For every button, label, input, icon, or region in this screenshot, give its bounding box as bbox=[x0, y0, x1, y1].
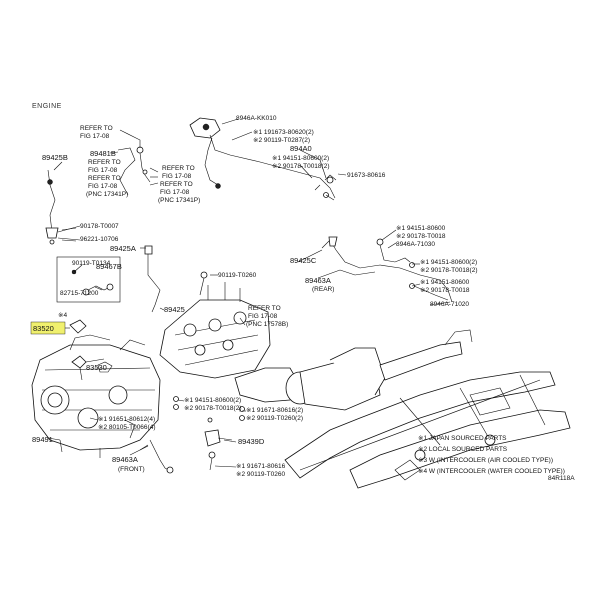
label-191671-80616-b: ※1 91671-80616 bbox=[236, 463, 286, 470]
label-89425c: 89425C bbox=[290, 256, 317, 265]
label-94151-80600-m: ※1 94151-80600(2) bbox=[184, 397, 241, 404]
label-191671-80616: ※1 91671-80616(2) bbox=[246, 407, 303, 414]
sensor-894a0-harness bbox=[189, 117, 337, 201]
label-89425a: 89425A bbox=[110, 244, 136, 253]
label-280105-t0066: ※2 80105-T0066(4) bbox=[98, 424, 155, 431]
label-90178-t0018-r2: ※2 90178-T0018(2) bbox=[420, 267, 477, 274]
sensor-89425c-rear bbox=[321, 236, 453, 303]
label-191651-80612: ※1 91651-80612(4) bbox=[98, 416, 155, 423]
label-89481b: 89481B bbox=[90, 149, 116, 158]
label-pnc-17341p-a: (PNC 17341P) bbox=[86, 191, 128, 198]
label-90119-t0134: 90119-T0134 bbox=[72, 260, 111, 267]
label-refer-to-2: REFER TO bbox=[88, 159, 121, 166]
label-fig-2: FIG 17-08 bbox=[88, 167, 118, 174]
legend-item-2: ※2 LOCAL SOURCED PARTS bbox=[418, 446, 508, 453]
label-82715-71200: 82715-71200 bbox=[60, 290, 99, 297]
label-94151-80600-r2: ※1 94151-80600(2) bbox=[420, 259, 477, 266]
label-refer-to-5: REFER TO bbox=[160, 181, 193, 188]
sensor-89463a-front bbox=[139, 439, 174, 474]
label-rear: (REAR) bbox=[312, 286, 334, 293]
label-290119-t0260: ※2 90119-T0260(2) bbox=[246, 415, 303, 422]
label-290119-t0260-b: ※2 90119-T0260 bbox=[236, 471, 285, 478]
label-89425b: 89425B bbox=[42, 153, 68, 162]
label-star4: ※4 bbox=[58, 312, 67, 319]
legend: ※1 JAPAN SOURCED PARTS ※2 LOCAL SOURCED … bbox=[418, 435, 565, 475]
legend-item-1: ※1 JAPAN SOURCED PARTS bbox=[418, 435, 507, 442]
label-91673-80616: 91673-80616 bbox=[347, 172, 386, 179]
sensor-89467b-box bbox=[56, 256, 121, 303]
legend-item-3: ※3 W (INTERCOOLER (AIR COOLED TYPE)) bbox=[418, 457, 553, 464]
center-fasteners bbox=[173, 396, 245, 423]
label-fig-5: FIG 17-08 bbox=[160, 189, 190, 196]
label-83520[interactable]: 83520 bbox=[33, 324, 54, 333]
label-90178-t0018-top: ※2 90178-T0018(2) bbox=[272, 163, 329, 170]
label-90178-t0018-r1: ※2 90178-T0018 bbox=[396, 233, 446, 240]
exhaust-system bbox=[234, 329, 473, 411]
label-94151-80600-r1: ※1 94151-80600 bbox=[396, 225, 446, 232]
bracket-89481b bbox=[117, 146, 151, 196]
label-89463a-front: 89463A bbox=[112, 455, 138, 464]
label-94151-80600-top: ※1 94151-80600(2) bbox=[272, 155, 329, 162]
label-refer-to-6: REFER TO bbox=[248, 305, 281, 312]
leader-lines bbox=[47, 118, 451, 468]
label-8946a-kk010: 8946A-KK010 bbox=[236, 115, 277, 122]
label-front: (FRONT) bbox=[118, 466, 145, 473]
sensor-89439d bbox=[204, 429, 233, 471]
label-191673-80620: ※1 191673-80620(2) bbox=[253, 129, 314, 136]
label-90178-t0018-r3: ※2 90178-T0018 bbox=[420, 287, 470, 294]
label-fig-4: FIG 17-08 bbox=[162, 173, 192, 180]
label-89491: 89491 bbox=[32, 435, 53, 444]
label-8946a-71030: 8946A-71030 bbox=[396, 241, 435, 248]
label-refer-to-1: REFER TO bbox=[80, 125, 113, 132]
label-89425: 89425 bbox=[164, 305, 185, 314]
label-94151-80600-r3: ※1 94151-80600 bbox=[420, 279, 470, 286]
legend-item-4: ※4 W (INTERCOOLER (WATER COOLED TYPE)) bbox=[418, 468, 565, 475]
sensor-89425b bbox=[45, 169, 81, 245]
label-pnc-17578b: (PNC 17578B) bbox=[246, 321, 288, 328]
label-90178-t0007: 90178-T0007 bbox=[80, 223, 119, 230]
label-pnc-17341p-b: (PNC 17341P) bbox=[158, 197, 200, 204]
diagram-code: 84R118A bbox=[548, 475, 575, 482]
part-83520[interactable] bbox=[30, 319, 87, 335]
label-refer-to-3: REFER TO bbox=[88, 175, 121, 182]
label-89463a-rear: 89463A bbox=[305, 276, 331, 285]
label-fig-1: FIG 17-08 bbox=[80, 133, 110, 140]
label-83530: 83530 bbox=[86, 363, 107, 372]
label-refer-to-4: REFER TO bbox=[162, 165, 195, 172]
cylinder-head bbox=[159, 282, 271, 379]
engine-assembly bbox=[31, 334, 161, 458]
label-8946a-71020: 8946A-71020 bbox=[430, 301, 469, 308]
label-fig-3: FIG 17-08 bbox=[88, 183, 118, 190]
label-fig-6: FIG 17-08 bbox=[248, 313, 278, 320]
label-894a0: 894A0 bbox=[290, 144, 312, 153]
label-90119-t0260: 90119-T0260 bbox=[218, 272, 257, 279]
sensor-89425a bbox=[144, 245, 208, 313]
frame-rails bbox=[284, 371, 571, 489]
label-290119-t0287: ※2 90119-T0287(2) bbox=[253, 137, 310, 144]
label-90178-t0018-m: ※2 90178-T0018(2) bbox=[184, 405, 241, 412]
label-89439d: 89439D bbox=[238, 437, 265, 446]
section-title: ENGINE bbox=[32, 103, 62, 110]
label-89467b: 89467B bbox=[96, 262, 122, 271]
label-96221-10706: 96221-10706 bbox=[80, 236, 119, 243]
